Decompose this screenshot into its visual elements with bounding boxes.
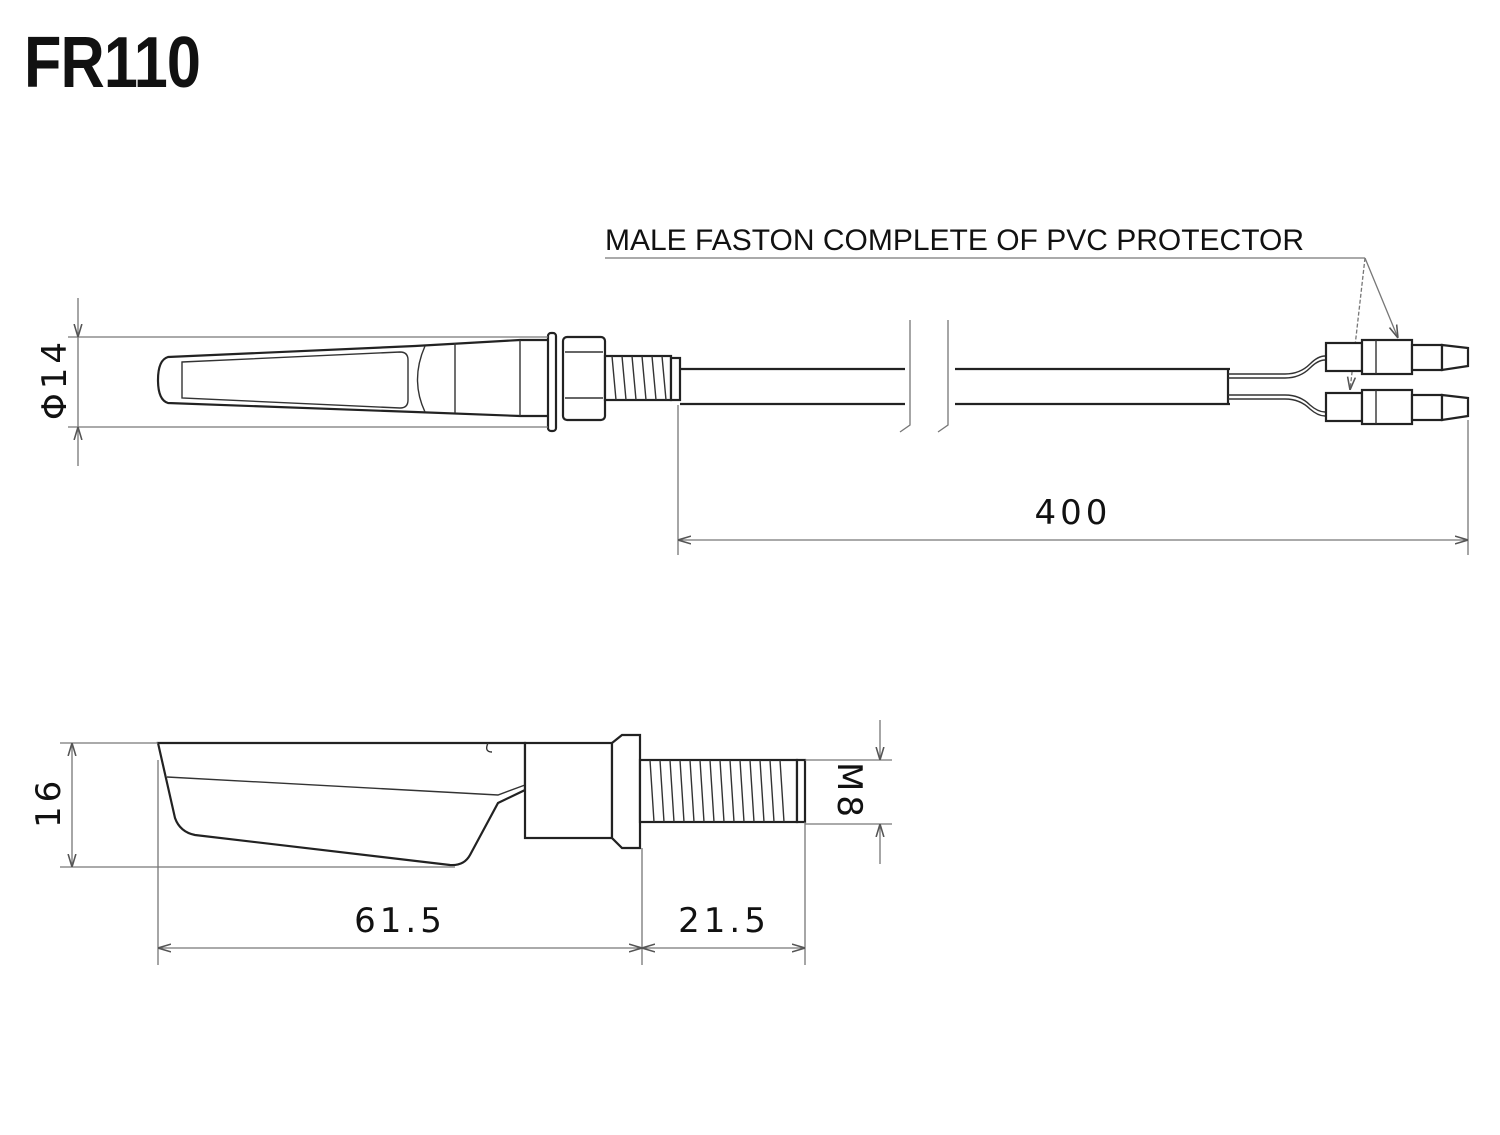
faston-connector-upper (1324, 338, 1470, 376)
faston-connector-lower (1324, 388, 1470, 426)
length-dimensions: 61.5 21.5 (157, 760, 806, 965)
body-length-label: 61.5 (354, 901, 446, 941)
lamp-body-side (156, 733, 807, 867)
lamp-body-top (156, 331, 682, 433)
thread-size-dimension: M8 (805, 720, 892, 864)
diameter-label: Φ14 (35, 338, 75, 420)
height-label: 16 (29, 777, 69, 828)
height-dimension: 16 (29, 742, 455, 868)
side-view: 16 61.5 21.5 M8 (29, 720, 892, 965)
top-view: MALE FASTON COMPLETE OF PVC PROTECTOR (35, 224, 1470, 555)
faston-callout: MALE FASTON COMPLETE OF PVC PROTECTOR (605, 224, 1304, 257)
callout-leader (605, 257, 1398, 390)
cable (680, 320, 1326, 433)
cable-length-dimension: 400 (677, 405, 1469, 555)
cable-length-label: 400 (1035, 493, 1112, 533)
product-title: FR110 (24, 23, 201, 103)
diameter-dimension: Φ14 (35, 298, 548, 466)
thread-length-label: 21.5 (678, 901, 770, 941)
thread-size-label: M8 (829, 762, 869, 821)
